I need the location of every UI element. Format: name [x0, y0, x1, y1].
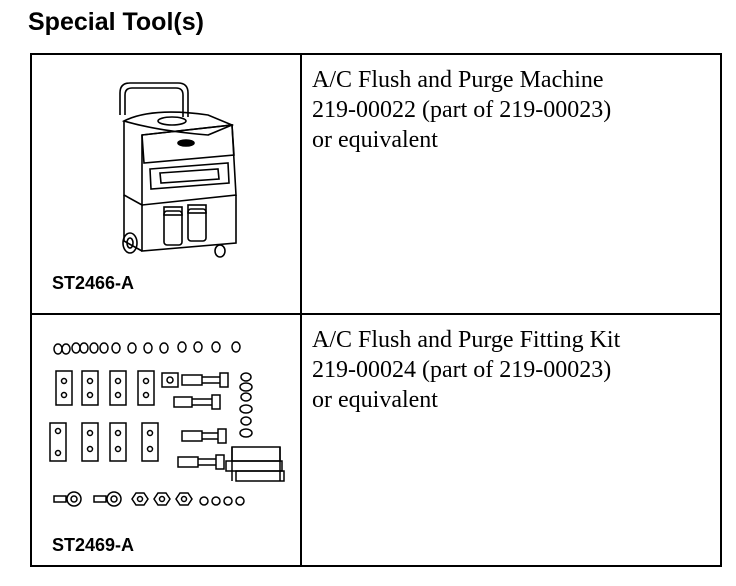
flush-purge-machine-illustration [119, 82, 237, 258]
tool-equivalent-note: or equivalent [312, 387, 438, 413]
tool-row: ST2469-A A/C Flush and Purge Fitting Kit… [32, 315, 720, 565]
tool-part-number: 219-00024 (part of 219-00023) [312, 357, 612, 383]
tool-name: A/C Flush and Purge Machine [312, 67, 604, 93]
tool-description-cell: A/C Flush and Purge Fitting Kit 219-0002… [302, 315, 720, 565]
tool-part-number: 219-00022 (part of 219-00023) [312, 97, 612, 123]
fitting-kit-illustration [49, 341, 285, 507]
tool-illustration-cell: ST2469-A [32, 315, 302, 565]
tool-code: ST2466-A [52, 273, 135, 293]
tool-illustration-cell: ST2466-A [32, 55, 302, 313]
tool-row: ST2466-A A/C Flush and Purge Machine 219… [32, 55, 720, 315]
tool-name: A/C Flush and Purge Fitting Kit [312, 327, 621, 353]
section-heading: Special Tool(s) [28, 8, 204, 36]
tool-description-cell: A/C Flush and Purge Machine 219-00022 (p… [302, 55, 720, 313]
tool-code: ST2469-A [52, 535, 135, 555]
tool-description: A/C Flush and Purge Machine 219-00022 (p… [312, 65, 611, 155]
tool-equivalent-note: or equivalent [312, 127, 438, 153]
tool-description: A/C Flush and Purge Fitting Kit 219-0002… [312, 325, 620, 415]
special-tools-table: ST2466-A A/C Flush and Purge Machine 219… [30, 53, 722, 567]
